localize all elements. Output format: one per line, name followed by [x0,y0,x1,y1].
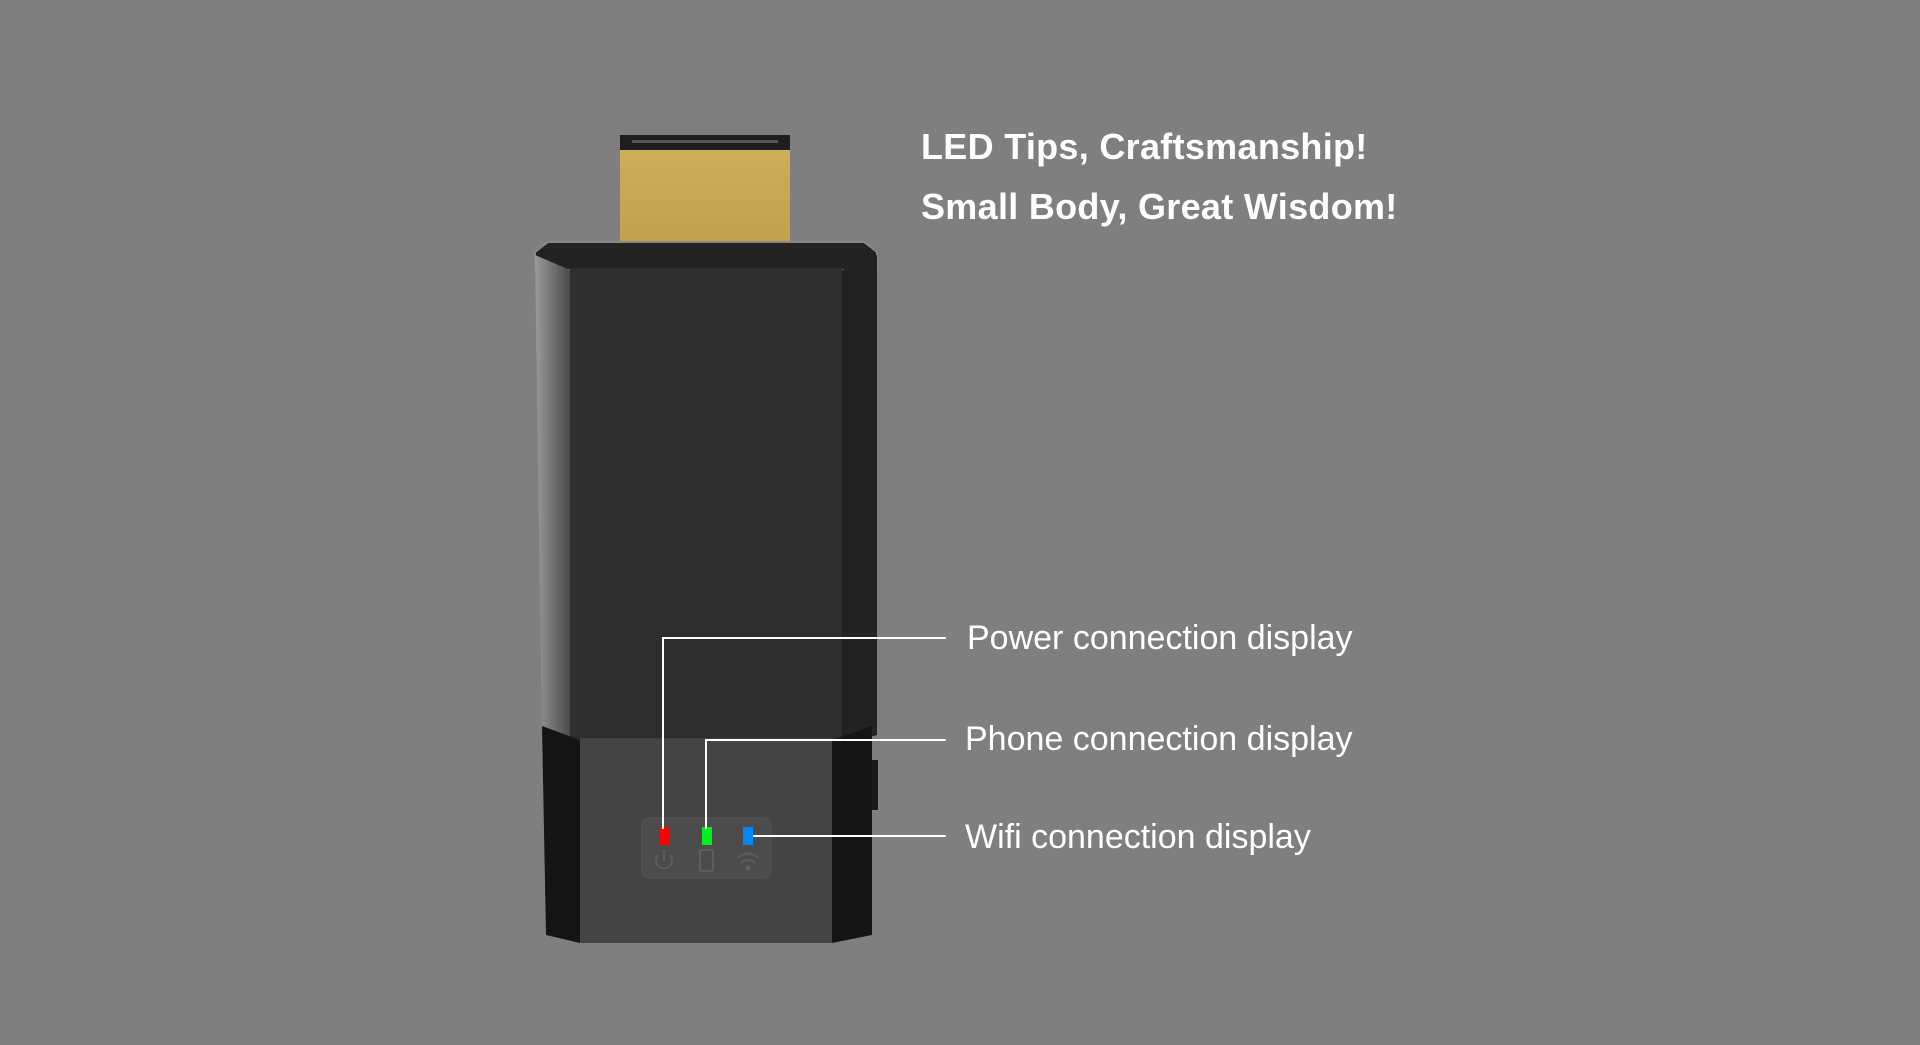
phone-callout-line [705,739,946,741]
body-top-rim [534,241,878,271]
power-led [660,827,670,845]
headline-line-1: LED Tips, Craftsmanship! [921,126,1368,167]
device-body [535,255,877,745]
wifi-callout-line [753,835,946,837]
headline-line-2: Small Body, Great Wisdom! [921,186,1398,227]
wifi-led [743,827,753,845]
phone-icon [699,849,714,872]
power-icon [655,850,673,870]
phone-callout-label: Phone connection display [965,720,1353,758]
wifi-callout-label: Wifi connection display [965,818,1311,856]
power-callout-label: Power connection display [967,619,1353,657]
phone-led [702,827,712,845]
wifi-icon [736,852,760,871]
power-callout-line-vertical [662,637,664,829]
phone-callout-line-vertical [705,739,707,829]
power-callout-line [662,637,946,639]
